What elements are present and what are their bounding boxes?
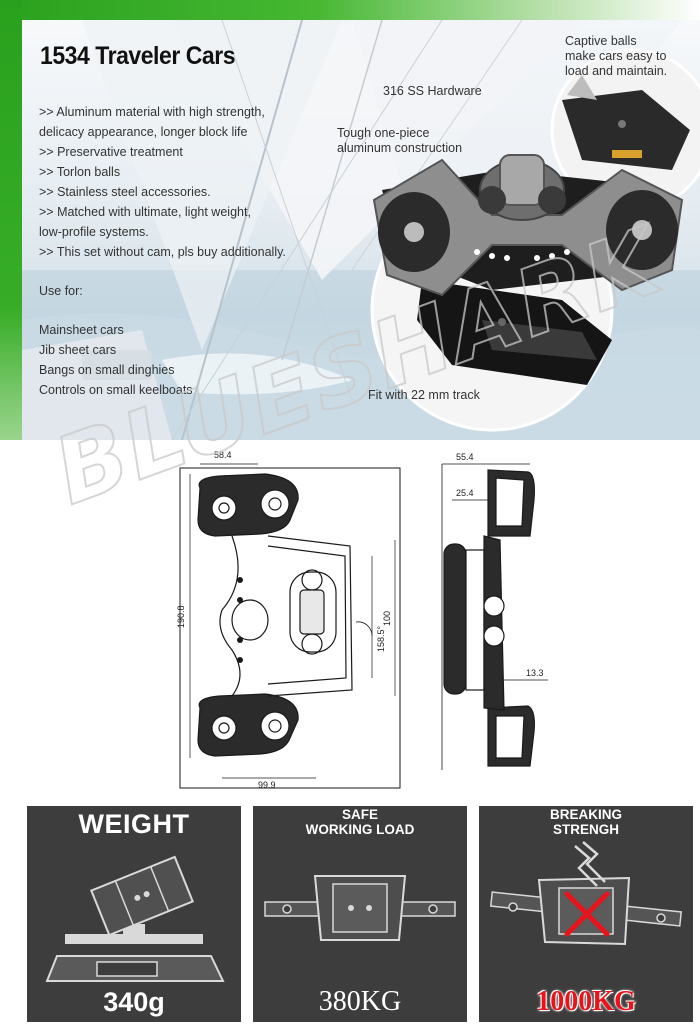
breaking-strength-value: 1000KG <box>536 986 636 1017</box>
callout-captive-balls: Captive balls make cars easy to load and… <box>565 34 668 78</box>
dim-side-width: 55.4 <box>456 452 474 462</box>
broken-car-icon <box>489 841 683 946</box>
feature-item: >> Preservative treatment <box>39 145 183 159</box>
track-car-icon <box>264 875 456 941</box>
use-for-heading: Use for: <box>39 284 83 298</box>
callout-construction: Tough one-piece aluminum construction <box>337 126 463 155</box>
dim-radius: 158.5° <box>376 625 386 652</box>
scale-icon <box>45 855 225 982</box>
top-green-bar <box>0 0 700 20</box>
use-item: Jib sheet cars <box>39 343 117 357</box>
dim-length-100: 100 <box>382 610 392 626</box>
safe-working-load-label: SAFE WORKING LOAD <box>305 807 415 837</box>
weight-panel: WEIGHT 340g <box>27 806 241 1022</box>
use-item: Controls on small keelboats <box>39 383 193 397</box>
feature-item: >> Aluminum material with high strength,… <box>39 105 265 139</box>
dim-side-height: 13.3 <box>526 668 544 678</box>
feature-item: >> Matched with ultimate, light weight, … <box>39 205 251 239</box>
use-for-list: Mainsheet cars Jib sheet cars Bangs on s… <box>39 320 193 400</box>
callout-track: Fit with 22 mm track <box>368 388 480 402</box>
use-item: Mainsheet cars <box>39 323 124 337</box>
page-title: 1534 Traveler Cars <box>40 42 236 70</box>
breaking-strength-panel: BREAKING STRENGH 1000KG <box>479 806 693 1022</box>
dim-base-width: 99.9 <box>258 780 276 790</box>
weight-value: 340g <box>103 987 165 1017</box>
feature-item: >> Stainless steel accessories. <box>39 185 211 199</box>
hero-banner: 1534 Traveler Cars >> Aluminum material … <box>22 20 700 440</box>
safe-working-load-value: 380KG <box>318 986 402 1017</box>
technical-drawing: 58.4 190.8 99.9 100 158.5° 55.4 25.4 13.… <box>0 440 700 798</box>
use-item: Bangs on small dinghies <box>39 363 175 377</box>
callout-hardware: 316 SS Hardware <box>383 84 482 98</box>
feature-item: >> Torlon balls <box>39 165 121 179</box>
left-green-bar <box>0 0 22 440</box>
feature-item: >> This set without cam, pls buy additio… <box>39 245 286 259</box>
dim-overall-length: 190.8 <box>176 605 186 628</box>
weight-label: WEIGHT <box>78 809 190 839</box>
feature-list: >> Aluminum material with high strength,… <box>39 102 339 262</box>
dim-side-inner: 25.4 <box>456 488 474 498</box>
breaking-strength-label: BREAKING STRENGH <box>549 807 622 837</box>
technical-drawing-lines <box>179 463 548 789</box>
traveler-car-photo <box>370 48 700 432</box>
safe-working-load-panel: SAFE WORKING LOAD 380KG <box>253 806 467 1022</box>
dim-top-width: 58.4 <box>214 450 232 460</box>
